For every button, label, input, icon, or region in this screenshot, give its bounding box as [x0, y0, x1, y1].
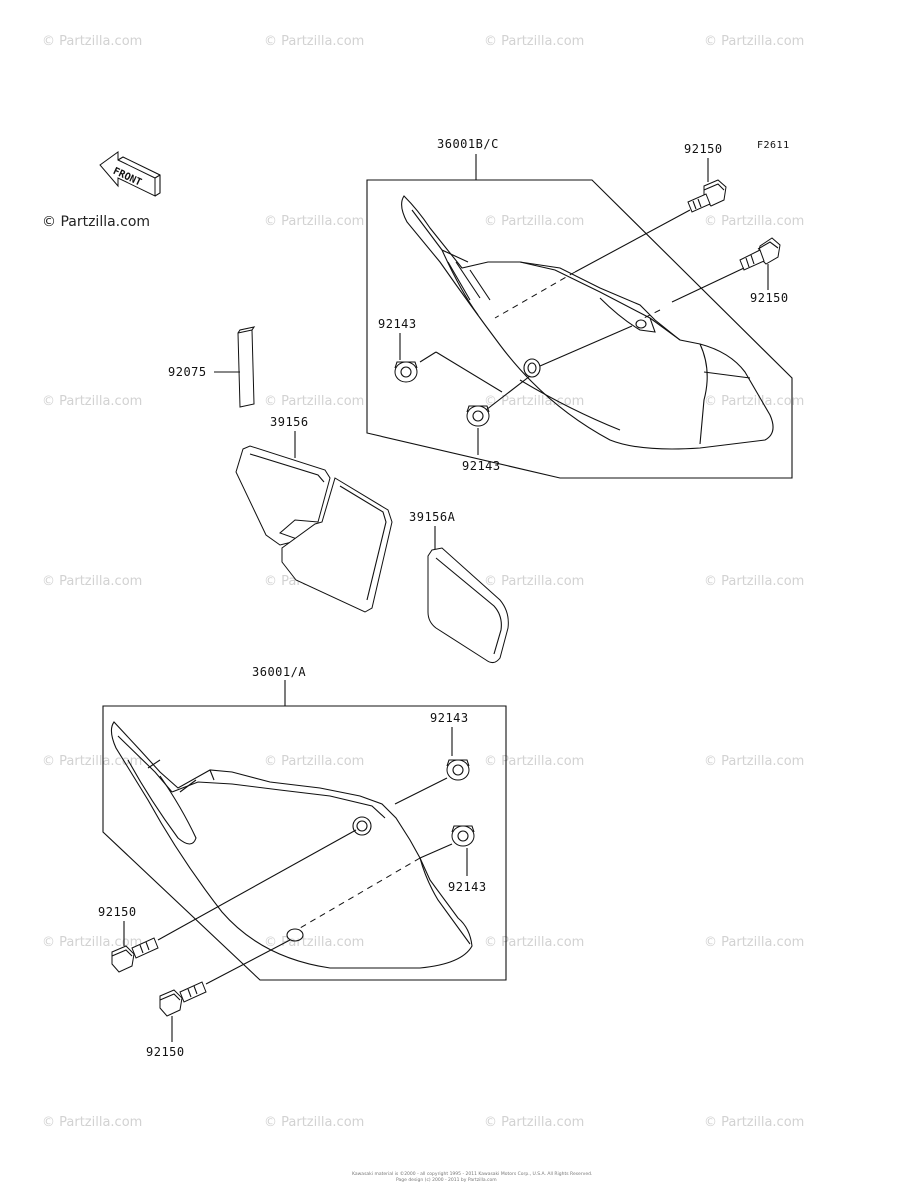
part-label-92150: 92150	[750, 291, 789, 305]
watermark: © Partzilla.com	[264, 935, 364, 950]
watermark: © Partzilla.com	[484, 574, 584, 589]
watermark: © Partzilla.com	[484, 394, 584, 409]
upper-cover-assembly: 36001B/C 92150	[366, 137, 793, 479]
part-label-92143: 92143	[462, 459, 501, 473]
watermark: © Partzilla.com	[704, 574, 804, 589]
watermark: © Partzilla.com	[42, 754, 142, 769]
page-design-line: Page design (c) 2000 - 2011 by Partzilla…	[396, 1177, 497, 1183]
watermark: © Partzilla.com	[484, 935, 584, 950]
part-label-92143: 92143	[430, 711, 469, 725]
partzilla-logo: © Partzilla.com	[42, 214, 150, 230]
watermark: © Partzilla.com	[264, 394, 364, 409]
assembly-boundary	[366, 179, 793, 479]
decal-a-part: 39156A	[409, 510, 509, 664]
part-label-92150: 92150	[146, 1045, 185, 1059]
watermark: © Partzilla.com	[264, 214, 364, 229]
watermark: © Partzilla.com	[704, 754, 804, 769]
watermark: © Partzilla.com	[42, 574, 142, 589]
watermark: © Partzilla.com	[264, 34, 364, 49]
side-cover-upper	[401, 195, 774, 450]
collar-icon	[466, 405, 490, 427]
bolt-icon	[111, 937, 159, 973]
front-arrow-icon: FRONT	[99, 151, 161, 197]
watermark: © Partzilla.com	[484, 754, 584, 769]
part-label-39156: 39156	[270, 415, 309, 429]
watermark: © Partzilla.com	[704, 1115, 804, 1130]
collar-icon	[446, 759, 470, 781]
watermark: © Partzilla.com	[264, 1115, 364, 1130]
watermark: © Partzilla.com	[42, 1115, 142, 1130]
watermark: © Partzilla.com	[704, 214, 804, 229]
watermark: © Partzilla.com	[264, 754, 364, 769]
watermark: © Partzilla.com	[484, 214, 584, 229]
bolt-icon	[159, 981, 207, 1017]
watermark: © Partzilla.com	[42, 935, 142, 950]
part-label-39156a: 39156A	[409, 510, 456, 524]
watermark: © Partzilla.com	[42, 34, 142, 49]
watermark: © Partzilla.com	[484, 1115, 584, 1130]
watermark: © Partzilla.com	[484, 34, 584, 49]
bolt-icon	[687, 179, 727, 213]
watermark: © Partzilla.com	[704, 394, 804, 409]
copyright-line: Kawasaki material is ©2000 - all copyrig…	[352, 1170, 592, 1177]
part-label-92075: 92075	[168, 365, 207, 379]
figure-code: F2611	[757, 140, 790, 151]
part-label-92150: 92150	[98, 905, 137, 919]
watermark: © Partzilla.com	[704, 935, 804, 950]
lower-cover-assembly: 36001/A 92143 9	[98, 665, 507, 1059]
assembly-boundary	[102, 705, 507, 981]
watermark: © Partzilla.com	[42, 394, 142, 409]
part-label-92150: 92150	[684, 142, 723, 156]
watermark: © Partzilla.com	[704, 34, 804, 49]
pad-part: 92075	[168, 326, 256, 408]
collar-icon	[451, 825, 475, 847]
collar-icon	[394, 361, 418, 383]
decal-part: 39156	[235, 415, 393, 613]
bolt-icon	[739, 237, 781, 271]
part-label-36001bc: 36001B/C	[437, 137, 499, 151]
part-label-36001a: 36001/A	[252, 665, 306, 679]
part-label-92143: 92143	[378, 317, 417, 331]
side-cover-lower	[110, 721, 473, 969]
part-label-92143: 92143	[448, 880, 487, 894]
watermark-grid: © Partzilla.com © Partzilla.com © Partzi…	[42, 34, 804, 1130]
